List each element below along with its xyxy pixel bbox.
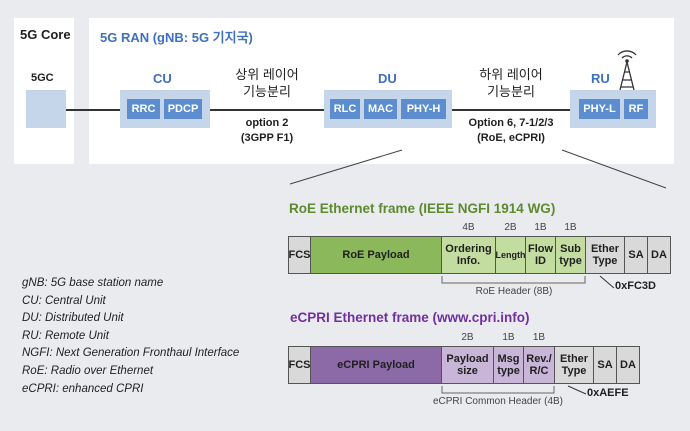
ran-title: 5G RAN (gNB: 5G 기지국) bbox=[100, 30, 253, 45]
lower-split-label: 하위 레이어 기능분리 bbox=[456, 66, 566, 100]
rf-chip: RF bbox=[624, 99, 648, 119]
roe-ether-type: Ether Type bbox=[585, 236, 625, 274]
ecpri-title: eCPRI Ethernet frame (www.cpri.info) bbox=[290, 310, 530, 325]
ru-title: RU bbox=[591, 71, 610, 86]
legend-item: NGFI: Next Generation Fronthaul Interfac… bbox=[22, 347, 240, 360]
ecpri-ether-line2: Type bbox=[561, 365, 587, 377]
roe-title: RoE Ethernet frame (IEEE NGFI 1914 WG) bbox=[289, 201, 556, 216]
upper-split-line4: (3GPP F1) bbox=[240, 132, 294, 144]
roe-ethertype-value: 0xFC3D bbox=[615, 280, 656, 292]
ecpri-payload-size: Payload size bbox=[441, 346, 494, 384]
ecpri-ether-line1: Ether bbox=[559, 353, 589, 365]
roe-ether-line2: Type bbox=[592, 255, 618, 267]
roe-size-sub: 1B bbox=[564, 222, 577, 233]
roe-sa: SA bbox=[624, 236, 648, 274]
ecpri-rev-line1: Rev./ bbox=[526, 353, 552, 365]
legend-item: RU: Remote Unit bbox=[22, 329, 109, 342]
roe-da: DA bbox=[647, 236, 671, 274]
upper-split-label: 상위 레이어 기능분리 bbox=[215, 66, 319, 100]
ecpri-size-payload-size: 2B bbox=[461, 332, 474, 343]
ecpri-fcs: FCS bbox=[288, 346, 311, 384]
core-node-label: 5GC bbox=[31, 72, 54, 84]
link-5gc-cu bbox=[66, 109, 120, 111]
upper-split-line3: option 2 bbox=[245, 117, 289, 129]
upper-split-line2: 기능분리 bbox=[243, 84, 291, 99]
abbreviation-legend: gNB: 5G base station name CU: Central Un… bbox=[22, 275, 239, 398]
ecpri-payload: eCPRI Payload bbox=[310, 346, 442, 384]
lower-split-line2: 기능분리 bbox=[487, 84, 535, 99]
legend-item: CU: Central Unit bbox=[22, 294, 106, 307]
roe-sub-line1: Sub bbox=[560, 243, 581, 255]
roe-length: Length bbox=[495, 236, 526, 274]
roe-ordering-line2: Info. bbox=[456, 255, 481, 267]
ecpri-msg-type: Msg type bbox=[493, 346, 524, 384]
roe-size-flow: 1B bbox=[534, 222, 547, 233]
antenna-tower-icon bbox=[617, 50, 637, 91]
ecpri-size-rev: 1B bbox=[532, 332, 546, 343]
roe-ordering-info: Ordering Info. bbox=[441, 236, 496, 274]
lower-split-line3: Option 6, 7-1/2/3 bbox=[468, 117, 554, 129]
pdcp-chip: PDCP bbox=[164, 99, 202, 119]
legend-item: eCPRI: enhanced CPRI bbox=[22, 382, 144, 395]
ecpri-ether-type: Ether Type bbox=[554, 346, 594, 384]
legend-item: DU: Distributed Unit bbox=[22, 312, 124, 325]
ecpri-msg-line2: type bbox=[497, 365, 520, 377]
mac-chip: MAC bbox=[364, 99, 397, 119]
upper-split-option: option 2 (3GPP F1) bbox=[215, 116, 319, 146]
phy-l-chip: PHY-L bbox=[579, 99, 620, 119]
ecpri-psize-line2: size bbox=[457, 365, 478, 377]
roe-size-ordering: 4B bbox=[462, 222, 475, 233]
phy-h-chip: PHY-H bbox=[401, 99, 446, 119]
roe-flow-id: Flow ID bbox=[525, 236, 556, 274]
link-du-ru bbox=[452, 109, 570, 111]
ecpri-size-msg-type: 1B bbox=[502, 332, 515, 343]
ecpri-msg-line1: Msg bbox=[497, 353, 520, 365]
lower-split-line1: 하위 레이어 bbox=[479, 67, 543, 82]
lower-split-option: Option 6, 7-1/2/3 (RoE, eCPRI) bbox=[448, 116, 574, 146]
roe-header-label: RoE Header (8B) bbox=[475, 286, 553, 297]
ecpri-rev-line2: R/C bbox=[529, 365, 549, 377]
link-cu-du bbox=[210, 109, 324, 111]
rlc-chip: RLC bbox=[330, 99, 360, 119]
ecpri-ethertype-value: 0xAEFE bbox=[587, 387, 629, 399]
lower-split-line4: (RoE, eCPRI) bbox=[477, 132, 545, 144]
du-title: DU bbox=[378, 71, 397, 86]
roe-sub-line2: type bbox=[559, 255, 582, 267]
5gc-node bbox=[26, 90, 66, 128]
roe-flow-line1: Flow bbox=[527, 243, 554, 255]
ecpri-da: DA bbox=[616, 346, 640, 384]
ecpri-psize-line1: Payload bbox=[446, 353, 489, 365]
roe-ether-line1: Ether bbox=[590, 243, 620, 255]
ecpri-rev-rc: Rev./ R/C bbox=[523, 346, 555, 384]
roe-flow-line2: ID bbox=[535, 255, 546, 267]
cu-title: CU bbox=[153, 71, 172, 86]
legend-item: gNB: 5G base station name bbox=[22, 277, 164, 289]
rrc-chip: RRC bbox=[127, 99, 160, 119]
upper-split-line1: 상위 레이어 bbox=[235, 67, 299, 82]
legend-item: RoE: Radio over Ethernet bbox=[22, 364, 154, 377]
roe-size-length: 2B bbox=[504, 222, 517, 233]
roe-ordering-line1: Ordering bbox=[445, 243, 492, 255]
core-title: 5G Core bbox=[20, 27, 71, 42]
ecpri-header-label: eCPRI Common Header (4B) bbox=[432, 396, 564, 407]
